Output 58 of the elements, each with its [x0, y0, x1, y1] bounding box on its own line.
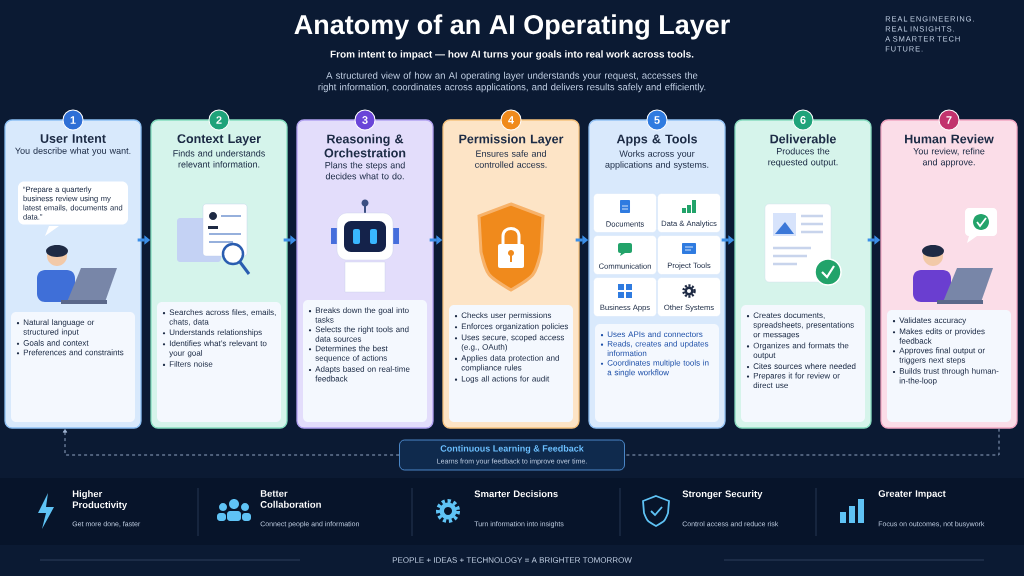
bullet-item: Approves final output or triggers next steps: [892, 347, 985, 365]
bullet-item: Uses secure, scoped access (e.g., OAuth): [454, 334, 565, 352]
step-number: 5: [646, 109, 668, 131]
description: A structured view of how an AI operating layer understands your request, accesses the right information, coordinates across applications, and delivers results safely and efficiently.: [318, 71, 706, 93]
bullet-item: Filters noise: [162, 360, 213, 367]
card-subtitle: Plans the steps and decides what to do.: [325, 161, 405, 180]
bullet-item: Logs all actions for audit: [454, 375, 550, 384]
card-title: Context Layer: [177, 134, 261, 146]
card-title: User Intent: [40, 134, 106, 143]
bullet-item: Organizes and formats the output: [746, 342, 849, 360]
card-subtitle: Produces the requested output.: [768, 147, 838, 168]
benefit-title: Higher Productivity: [72, 490, 128, 511]
card-title: Apps & Tools: [616, 134, 697, 146]
feedback-loop-arrow: [62, 429, 400, 456]
subtitle: From intent to impact — how AI turns your goals into real work across tools.: [330, 50, 694, 60]
step-number: 3: [354, 109, 376, 131]
step-number: 1: [62, 109, 84, 131]
card-subtitle: Finds and understands relevant information.: [173, 149, 265, 168]
bullet-item: Reads, creates and updates information: [600, 340, 709, 357]
card-title: Permission Layer: [459, 134, 564, 146]
benefit-title: Smarter Decisions: [474, 490, 558, 498]
step-number: 6: [792, 109, 814, 131]
bullet-item: Breaks down the goal into tasks: [308, 307, 409, 323]
bullet-item: Validates accuracy: [892, 317, 967, 325]
step-number: 7: [938, 109, 960, 131]
footer-slogan: PEOPLE + IDEAS + TECHNOLOGY = A BRIGHTER TOMORROW: [392, 557, 632, 563]
bullet-item: Builds trust through human-in-the-loop: [892, 368, 999, 386]
bullet-item: Prepares it for review or direct use: [746, 372, 840, 389]
bullet-item: Uses APIs and connectors: [600, 331, 703, 338]
bullet-item: Goals and context: [16, 339, 89, 346]
bullet-item: Identifies what’s relevant to your goal: [162, 340, 267, 358]
card-title: Human Review: [905, 134, 994, 144]
step-number: 4: [500, 109, 522, 131]
card-subtitle: Ensures safe and controlled access.: [475, 150, 547, 168]
card-subtitle: You review, refine and approve.: [913, 147, 985, 168]
card-subtitle: You describe what you want.: [15, 147, 131, 156]
card-title: Reasoning & Orchestration: [324, 134, 406, 158]
bullet-item: Coordinates multiple tools in a single workflow: [600, 359, 709, 377]
bullet-item: Searches across files, emails, chats, data: [162, 309, 276, 326]
bullet-item: Cites sources where needed: [746, 363, 856, 369]
step-number: 2: [208, 109, 230, 131]
bullet-item: Creates documents, spreadsheets, presentations or messages: [746, 312, 854, 339]
card-subtitle: Works across your applications and systems.: [605, 150, 709, 170]
bullet-item: Selects the right tools and data sources: [308, 326, 409, 342]
bullet-item: Enforces organization policies: [454, 323, 569, 331]
bullet-item: Checks user permissions: [454, 312, 552, 320]
bullet-item: Adapts based on real-time feedback: [308, 366, 410, 382]
bullet-item: Natural language or structured input: [16, 319, 95, 337]
benefit-title: Greater Impact: [878, 490, 946, 499]
bullet-item: Makes edits or provides feedback: [892, 328, 985, 344]
bullet-item: Applies data protection and compliance rules: [454, 354, 559, 373]
title: Anatomy of an AI Operating Layer: [294, 14, 730, 40]
bullet-item: Determines the best sequence of actions: [308, 345, 388, 363]
bullet-item: Understands relationships: [162, 329, 262, 337]
benefit-title: Stronger Security: [682, 490, 763, 500]
card-title: Deliverable: [770, 134, 836, 144]
benefit-title: Better Collaboration: [260, 490, 321, 508]
bullet-item: Preferences and constraints: [16, 349, 124, 356]
